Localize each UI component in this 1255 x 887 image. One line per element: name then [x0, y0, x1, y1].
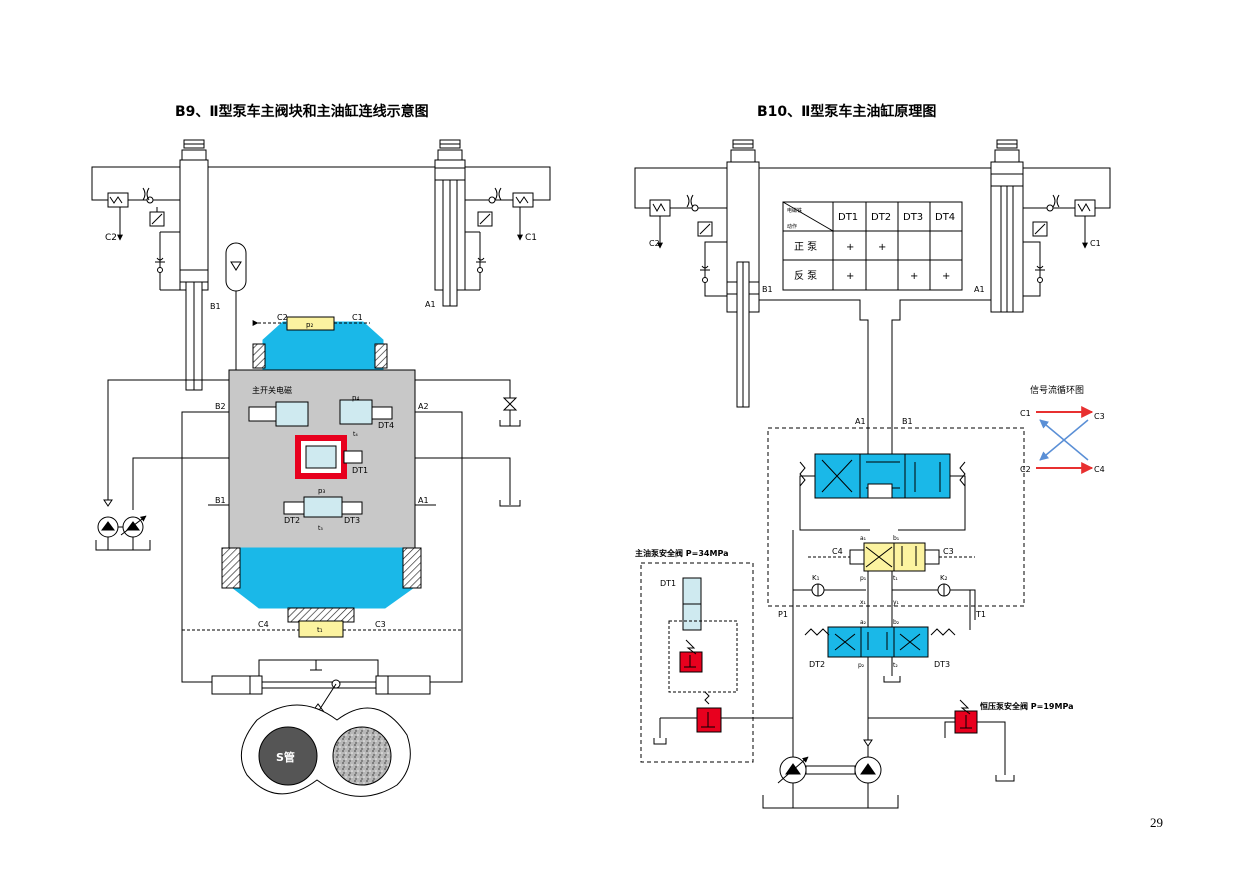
r-label-c2: C2 [649, 239, 660, 248]
r-label-a1-valve: A1 [855, 417, 866, 426]
r-label-dt1: DT1 [660, 579, 676, 588]
label-p4: p₄ [352, 394, 359, 402]
signal-c1: C1 [1020, 409, 1031, 418]
label-c4: C4 [258, 620, 269, 629]
table-header-dt2: DT2 [871, 212, 891, 223]
label-dt1: DT1 [352, 466, 368, 475]
r-label-a1: A1 [974, 285, 985, 294]
left-diagram-labels: C2 C1 p₂ C2 C1 B1 A1 B2 A2 B1 A1 主开关电磁 D… [105, 233, 537, 764]
page-number: 29 [1150, 815, 1163, 830]
label-b1-upper: B1 [210, 302, 221, 311]
table-cell-forward-dt1: + [846, 242, 854, 253]
r-label-a1-small: a₁ [860, 535, 867, 542]
r-label-p2: p₂ [858, 662, 865, 669]
label-s-tube: S管 [276, 750, 295, 764]
r-label-t1-small: t₁ [893, 575, 898, 582]
r-label-b2: b₂ [893, 619, 900, 626]
r-label-b1-valve: B1 [902, 417, 913, 426]
label-c2-top: C2 [105, 233, 117, 243]
low-relief-label: 恒压泵安全阀 P=19MPa [980, 701, 1074, 711]
right-diag-right-cylinder [990, 139, 1024, 313]
label-dt3: DT3 [344, 516, 360, 525]
r-label-b1: B1 [762, 285, 773, 294]
left-main-cylinder [179, 139, 209, 391]
label-c1-top: C1 [525, 233, 537, 243]
r-label-k2: K₂ [940, 574, 948, 582]
r-label-c1: C1 [1090, 239, 1101, 248]
table-row-reverse-label: 反 泵 [794, 270, 817, 282]
label-p2: p₂ [306, 321, 313, 329]
label-b2: B2 [215, 402, 226, 411]
r-label-a2: a₂ [860, 619, 867, 626]
r-label-c3: C3 [943, 547, 954, 556]
right-diag-left-cylinder [726, 139, 760, 408]
table-cell-reverse-dt1: + [846, 271, 854, 282]
label-p3: p₃ [318, 487, 325, 495]
table-header-dt1: DT1 [838, 212, 858, 223]
label-a1-lower: A1 [418, 496, 429, 505]
signal-arrow-c3-c2 [1039, 419, 1089, 461]
signal-loop [1036, 406, 1094, 474]
label-dt2: DT2 [284, 516, 300, 525]
table-corner-bottom: 动作 [787, 223, 797, 230]
label-t3: t₃ [318, 525, 323, 532]
signal-c3: C3 [1094, 412, 1105, 421]
signal-c2: C2 [1020, 465, 1031, 474]
label-block-name: 主开关电磁 [252, 385, 292, 395]
left-diagram [91, 139, 551, 797]
label-c3: C3 [375, 620, 386, 629]
label-dt4: DT4 [378, 421, 394, 430]
label-a2: A2 [418, 402, 429, 411]
r-label-x1: x₁ [860, 599, 867, 606]
label-t1: t₁ [317, 626, 323, 634]
r-label-p1-small: p₁ [860, 575, 867, 582]
r-label-k1: K₁ [812, 574, 820, 582]
right-diagram-title: B10、Ⅱ型泵车主油缸原理图 [757, 104, 937, 120]
main-relief-label: 主油泵安全阀 P=34MPa [635, 548, 729, 558]
label-a1-upper: A1 [425, 300, 436, 309]
right-diagram [634, 139, 1111, 809]
r-label-t1: T1 [975, 610, 986, 619]
label-c1-right: C1 [352, 313, 363, 322]
table-cell-reverse-dt4: + [942, 271, 950, 282]
signal-loop-title: 信号流循环图 [1030, 384, 1084, 396]
r-label-p1: P1 [778, 610, 788, 619]
signal-c4: C4 [1094, 465, 1105, 474]
table-cell-forward-dt2: + [878, 242, 886, 253]
r-label-b1-small: b₁ [893, 535, 900, 542]
right-main-cylinder [434, 139, 466, 307]
r-label-dt2: DT2 [809, 660, 825, 669]
r-label-c4: C4 [832, 547, 843, 556]
label-c2-left: C2 [277, 313, 288, 322]
right-diagram-labels: C2 C1 B1 A1 电磁铁 动作 DT1 DT2 DT3 DT4 正 泵 +… [635, 207, 1105, 711]
r-label-y1: y₁ [893, 599, 900, 606]
label-b1-lower: B1 [215, 496, 226, 505]
table-cell-reverse-dt3: + [910, 271, 918, 282]
left-diagram-title: B9、Ⅱ型泵车主阀块和主油缸连线示意图 [175, 104, 429, 120]
r-label-dt3: DT3 [934, 660, 950, 669]
table-row-forward-label: 正 泵 [794, 241, 817, 253]
table-header-dt3: DT3 [903, 212, 923, 223]
table-corner-top: 电磁铁 [787, 207, 802, 214]
table-header-dt4: DT4 [935, 212, 955, 223]
r-label-t2: t₂ [893, 662, 898, 669]
label-t4: t₄ [353, 431, 358, 438]
